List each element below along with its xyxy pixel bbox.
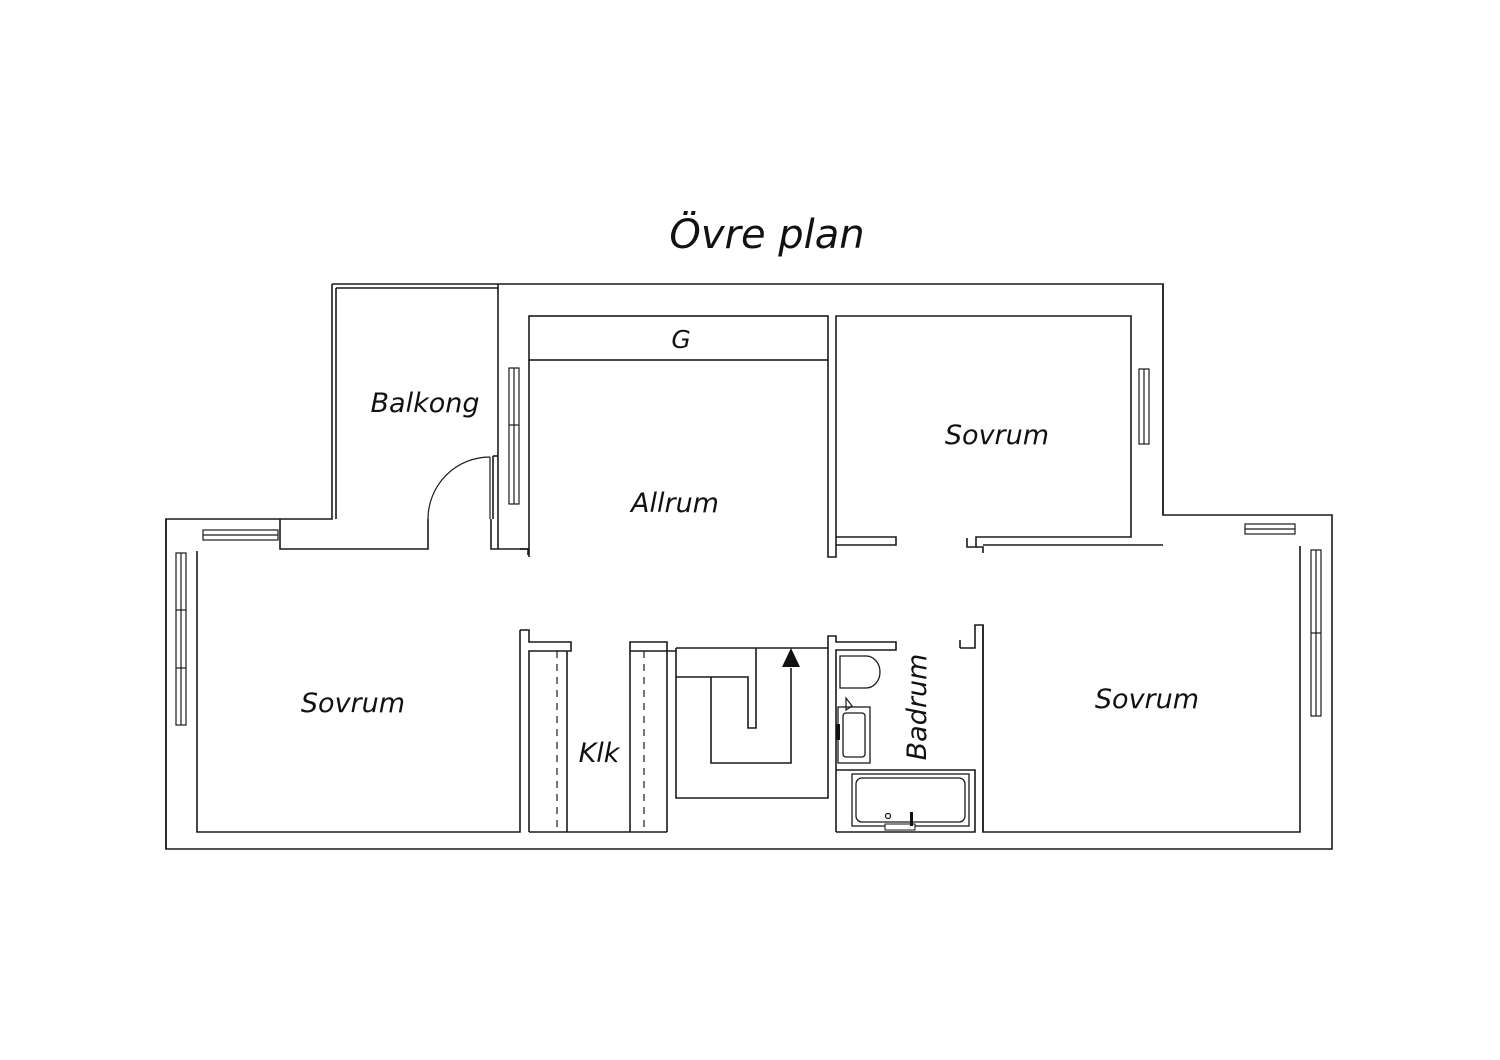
- outer-walls: [165, 283, 1333, 850]
- room-label-sovrum-left: Sovrum: [301, 688, 405, 719]
- room-label-allrum: Allrum: [629, 488, 719, 519]
- toilet-icon: [839, 655, 881, 689]
- balcony-walls: [165, 366, 529, 849]
- room-label-g: G: [671, 325, 690, 354]
- stair-arrow-icon: [782, 648, 800, 667]
- room-label-sovrum-right: Sovrum: [1095, 684, 1199, 715]
- room-labels: Balkong G Allrum Sovrum Sovrum Sovrum Kl…: [301, 325, 1199, 769]
- room-label-sovrum-top: Sovrum: [945, 420, 1049, 451]
- bathroom-fixtures: [836, 655, 970, 831]
- interior-walls: [520, 315, 1163, 833]
- balcony-door-swing: [427, 456, 491, 520]
- room-label-balkong: Balkong: [371, 388, 480, 419]
- room-label-badrum: Badrum: [902, 654, 933, 761]
- room-label-klk: Klk: [579, 738, 621, 769]
- windows: [175, 367, 1322, 726]
- closet-shelves: [556, 651, 645, 832]
- plan-title: Övre plan: [669, 210, 864, 258]
